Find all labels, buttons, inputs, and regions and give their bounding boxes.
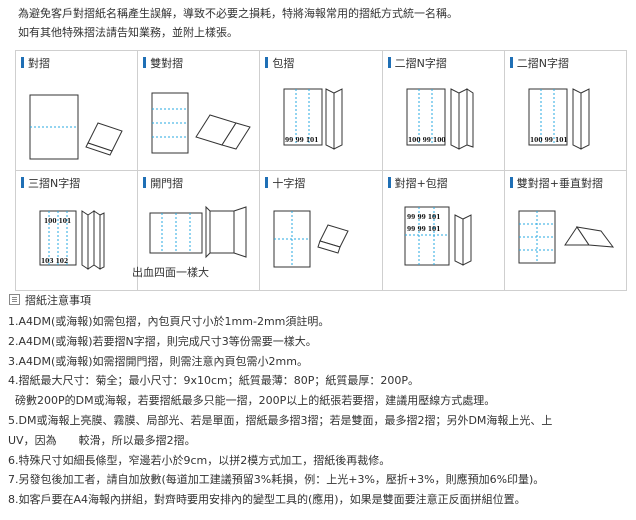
note-item: 7.另發包後加工者，請自加放數(每道加工建議預留3%耗損，例：上光+3%，壓折+… [8,473,545,487]
fold-types-grid: 對摺 雙對摺 包摺 99 99 101 二摺N字摺 [15,50,627,291]
title-bar-icon [509,57,513,68]
title-bar-icon [21,177,24,188]
title-bar-icon [21,57,24,68]
z-fold-illustration: 100 99 101 [528,88,590,150]
notes-list: 1.A4DM(或海報)如需包摺，內包頁尺寸小於1mm-2mm須註明。 2.A4D… [8,312,630,510]
gate-fold-illustration [149,205,247,259]
note-item: 2.A4DM(或海報)若要摺N字摺，則完成尺寸3等份需要一樣大。 [8,334,317,348]
title-bar-icon [143,177,147,188]
intro-line: 如有其他特殊摺法請告知業務，並附上樣張。 [18,26,238,39]
note-item: UV，因為 較滑，所以最多摺2摺。 [8,433,196,447]
fold-cell-z-fold-b: 二摺N字摺 100 99 101 [504,51,627,171]
half-roll-fold-illustration: 99 99 101 99 99 101 [404,206,472,266]
page-number-text: 103 102 [41,258,68,265]
title-bar-icon [509,177,513,188]
fold-label: 包摺 [272,57,295,70]
fold-label: 三摺N字摺 [28,177,81,190]
title-bar-icon [387,57,391,68]
fold-label: 十字摺 [272,177,306,190]
note-item: 5.DM或海報上亮膜、霧膜、局部光、若是單面，摺紙最多摺3摺；若是雙面，最多摺2… [8,413,553,427]
page-number-text: 100 101 [44,218,71,225]
triple-z-fold-illustration: 100 101 103 102 [39,210,105,270]
page-number-text: 99 99 101 [285,137,318,144]
gate-fold-caption: 出血四面一樣大 [132,266,209,279]
note-item: 3.A4DM(或海報)如需摺開門摺，則需注意內頁包需小2mm。 [8,354,308,368]
page-number-text: 99 99 101 [407,226,440,233]
notes-title: 摺紙注意事項 [9,292,91,308]
note-item: 4.摺紙最大尺寸：菊全；最小尺寸：9x10cm；紙質最薄：80P；紙質最厚：20… [8,374,420,388]
fold-cell-half: 對摺 [16,51,139,171]
note-item: 8.如客戶要在A4海報內拼組，對齊時要用安排內的變型工具的(應用)，如果是雙面要… [8,493,526,507]
notes-title-text: 摺紙注意事項 [25,294,91,307]
list-icon [9,294,20,305]
double-half-fold-illustration [151,92,251,154]
fold-label: 雙對摺 [150,57,184,70]
fold-cell-cross: 十字摺 [260,171,383,291]
title-bar-icon [265,177,269,188]
double-half-vertical-fold-illustration [518,210,614,264]
fold-label: 對摺+包摺 [394,177,448,190]
fold-cell-z-fold-a: 二摺N字摺 100 99 100 [382,51,505,171]
note-item: 1.A4DM(或海報)如需包摺，內包頁尺寸小於1mm-2mm須註明。 [8,315,330,328]
fold-cell-roll: 包摺 99 99 101 [260,51,383,171]
cross-fold-illustration [273,210,350,268]
z-fold-illustration: 100 99 100 [406,88,474,150]
page-number-text: 100 99 101 [530,137,568,144]
half-fold-illustration [29,94,123,160]
intro-text: 為避免客戶對摺紙名稱產生誤解，導致不必要之損耗，特將海報常用的摺紙方式統一名稱。… [18,4,458,42]
fold-cell-half-roll: 對摺+包摺 99 99 101 99 99 101 [382,171,505,291]
fold-cell-double-half-vertical: 雙對摺+垂直對摺 [504,171,627,291]
fold-cell-gate: 開門摺 [138,171,261,291]
page-number-text: 99 99 101 [407,214,440,221]
title-bar-icon [387,177,391,188]
title-bar-icon [265,57,269,68]
note-item: 6.特殊尺寸如細長條型，窄邊若小於9cm，以拼2模方式加工，摺紙後再裁修。 [8,453,391,467]
title-bar-icon [143,57,147,68]
fold-label: 雙對摺+垂直對摺 [516,177,604,190]
roll-fold-illustration: 99 99 101 [283,88,343,150]
fold-label: 二摺N字摺 [516,57,570,70]
fold-label: 二摺N字摺 [394,57,447,70]
fold-label: 開門摺 [150,177,184,190]
page-number-text: 100 99 100 [408,137,446,144]
fold-cell-double-half: 雙對摺 [138,51,261,171]
intro-line: 為避免客戶對摺紙名稱產生誤解，導致不必要之損耗，特將海報常用的摺紙方式統一名稱。 [18,7,458,20]
fold-cell-triple-z: 三摺N字摺 100 101 103 102 [16,171,139,291]
fold-label: 對摺 [28,57,50,70]
note-item: 磅數200P的DM或海報，若要摺紙最多只能一摺，200P以上的紙張若要摺，建議用… [8,394,496,408]
